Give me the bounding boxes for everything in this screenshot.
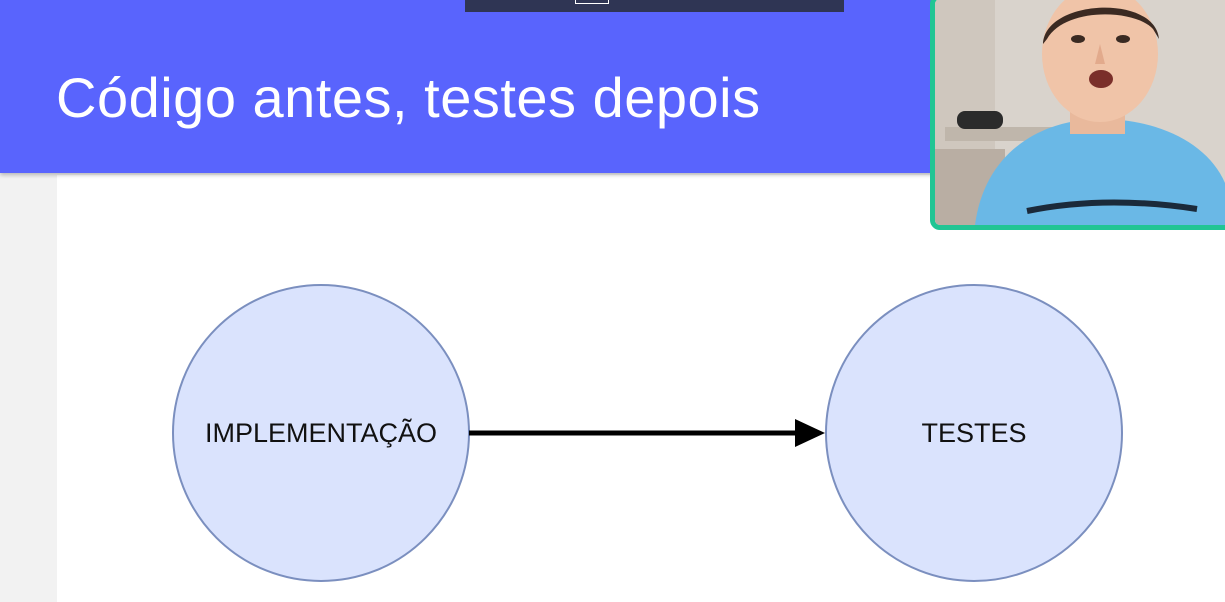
slide-title: Código antes, testes depois: [56, 66, 761, 129]
toolbar-control-icon[interactable]: [575, 0, 609, 4]
node-circle-testes: [825, 284, 1123, 582]
node-label-implementacao: IMPLEMENTAÇÃO: [205, 417, 437, 448]
diagram-node-implementacao: IMPLEMENTAÇÃO: [172, 284, 470, 582]
presenter-video-icon: [935, 0, 1225, 225]
arrowhead-icon: [795, 419, 825, 447]
webcam-overlay: [930, 0, 1225, 230]
diagram-edge-arrow: [469, 419, 825, 447]
node-label-testes: TESTES: [921, 418, 1026, 448]
diagram-node-testes: TESTES: [825, 284, 1123, 582]
top-toolbar[interactable]: [465, 0, 844, 12]
